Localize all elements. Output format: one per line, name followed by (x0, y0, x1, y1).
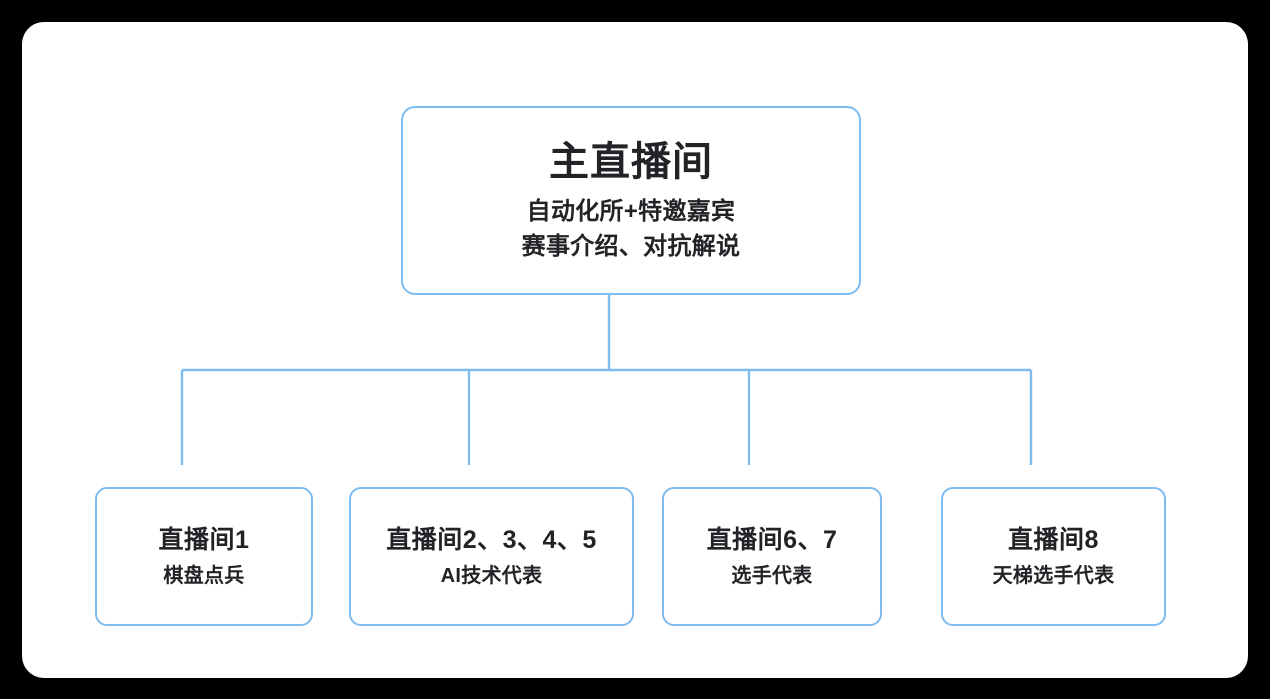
node-livestream-room-8[interactable]: 直播间8 天梯选手代表 (941, 487, 1166, 626)
diagram-panel: 主直播间 自动化所+特邀嘉宾 赛事介绍、对抗解说 直播间1 棋盘点兵 直播间2、… (22, 22, 1248, 678)
node-livestream-room-1[interactable]: 直播间1 棋盘点兵 (95, 487, 313, 626)
node-subtitle: 棋盘点兵 (163, 565, 245, 587)
node-livestream-room-2-3-4-5[interactable]: 直播间2、3、4、5 AI技术代表 (349, 487, 634, 626)
node-subtitle: 选手代表 (731, 565, 813, 587)
node-title: 直播间6、7 (706, 526, 838, 554)
node-title: 直播间8 (1008, 526, 1099, 554)
node-livestream-room-6-7[interactable]: 直播间6、7 选手代表 (662, 487, 882, 626)
node-subtitle-line-2: 赛事介绍、对抗解说 (521, 232, 741, 260)
node-subtitle: 天梯选手代表 (992, 565, 1115, 587)
node-subtitle-line-1: 自动化所+特邀嘉宾 (526, 198, 736, 226)
node-title: 直播间1 (158, 526, 250, 554)
node-title: 主直播间 (549, 140, 713, 185)
node-subtitle: AI技术代表 (440, 565, 543, 587)
node-title: 直播间2、3、4、5 (386, 526, 597, 554)
node-main-livestream[interactable]: 主直播间 自动化所+特邀嘉宾 赛事介绍、对抗解说 (401, 106, 861, 295)
